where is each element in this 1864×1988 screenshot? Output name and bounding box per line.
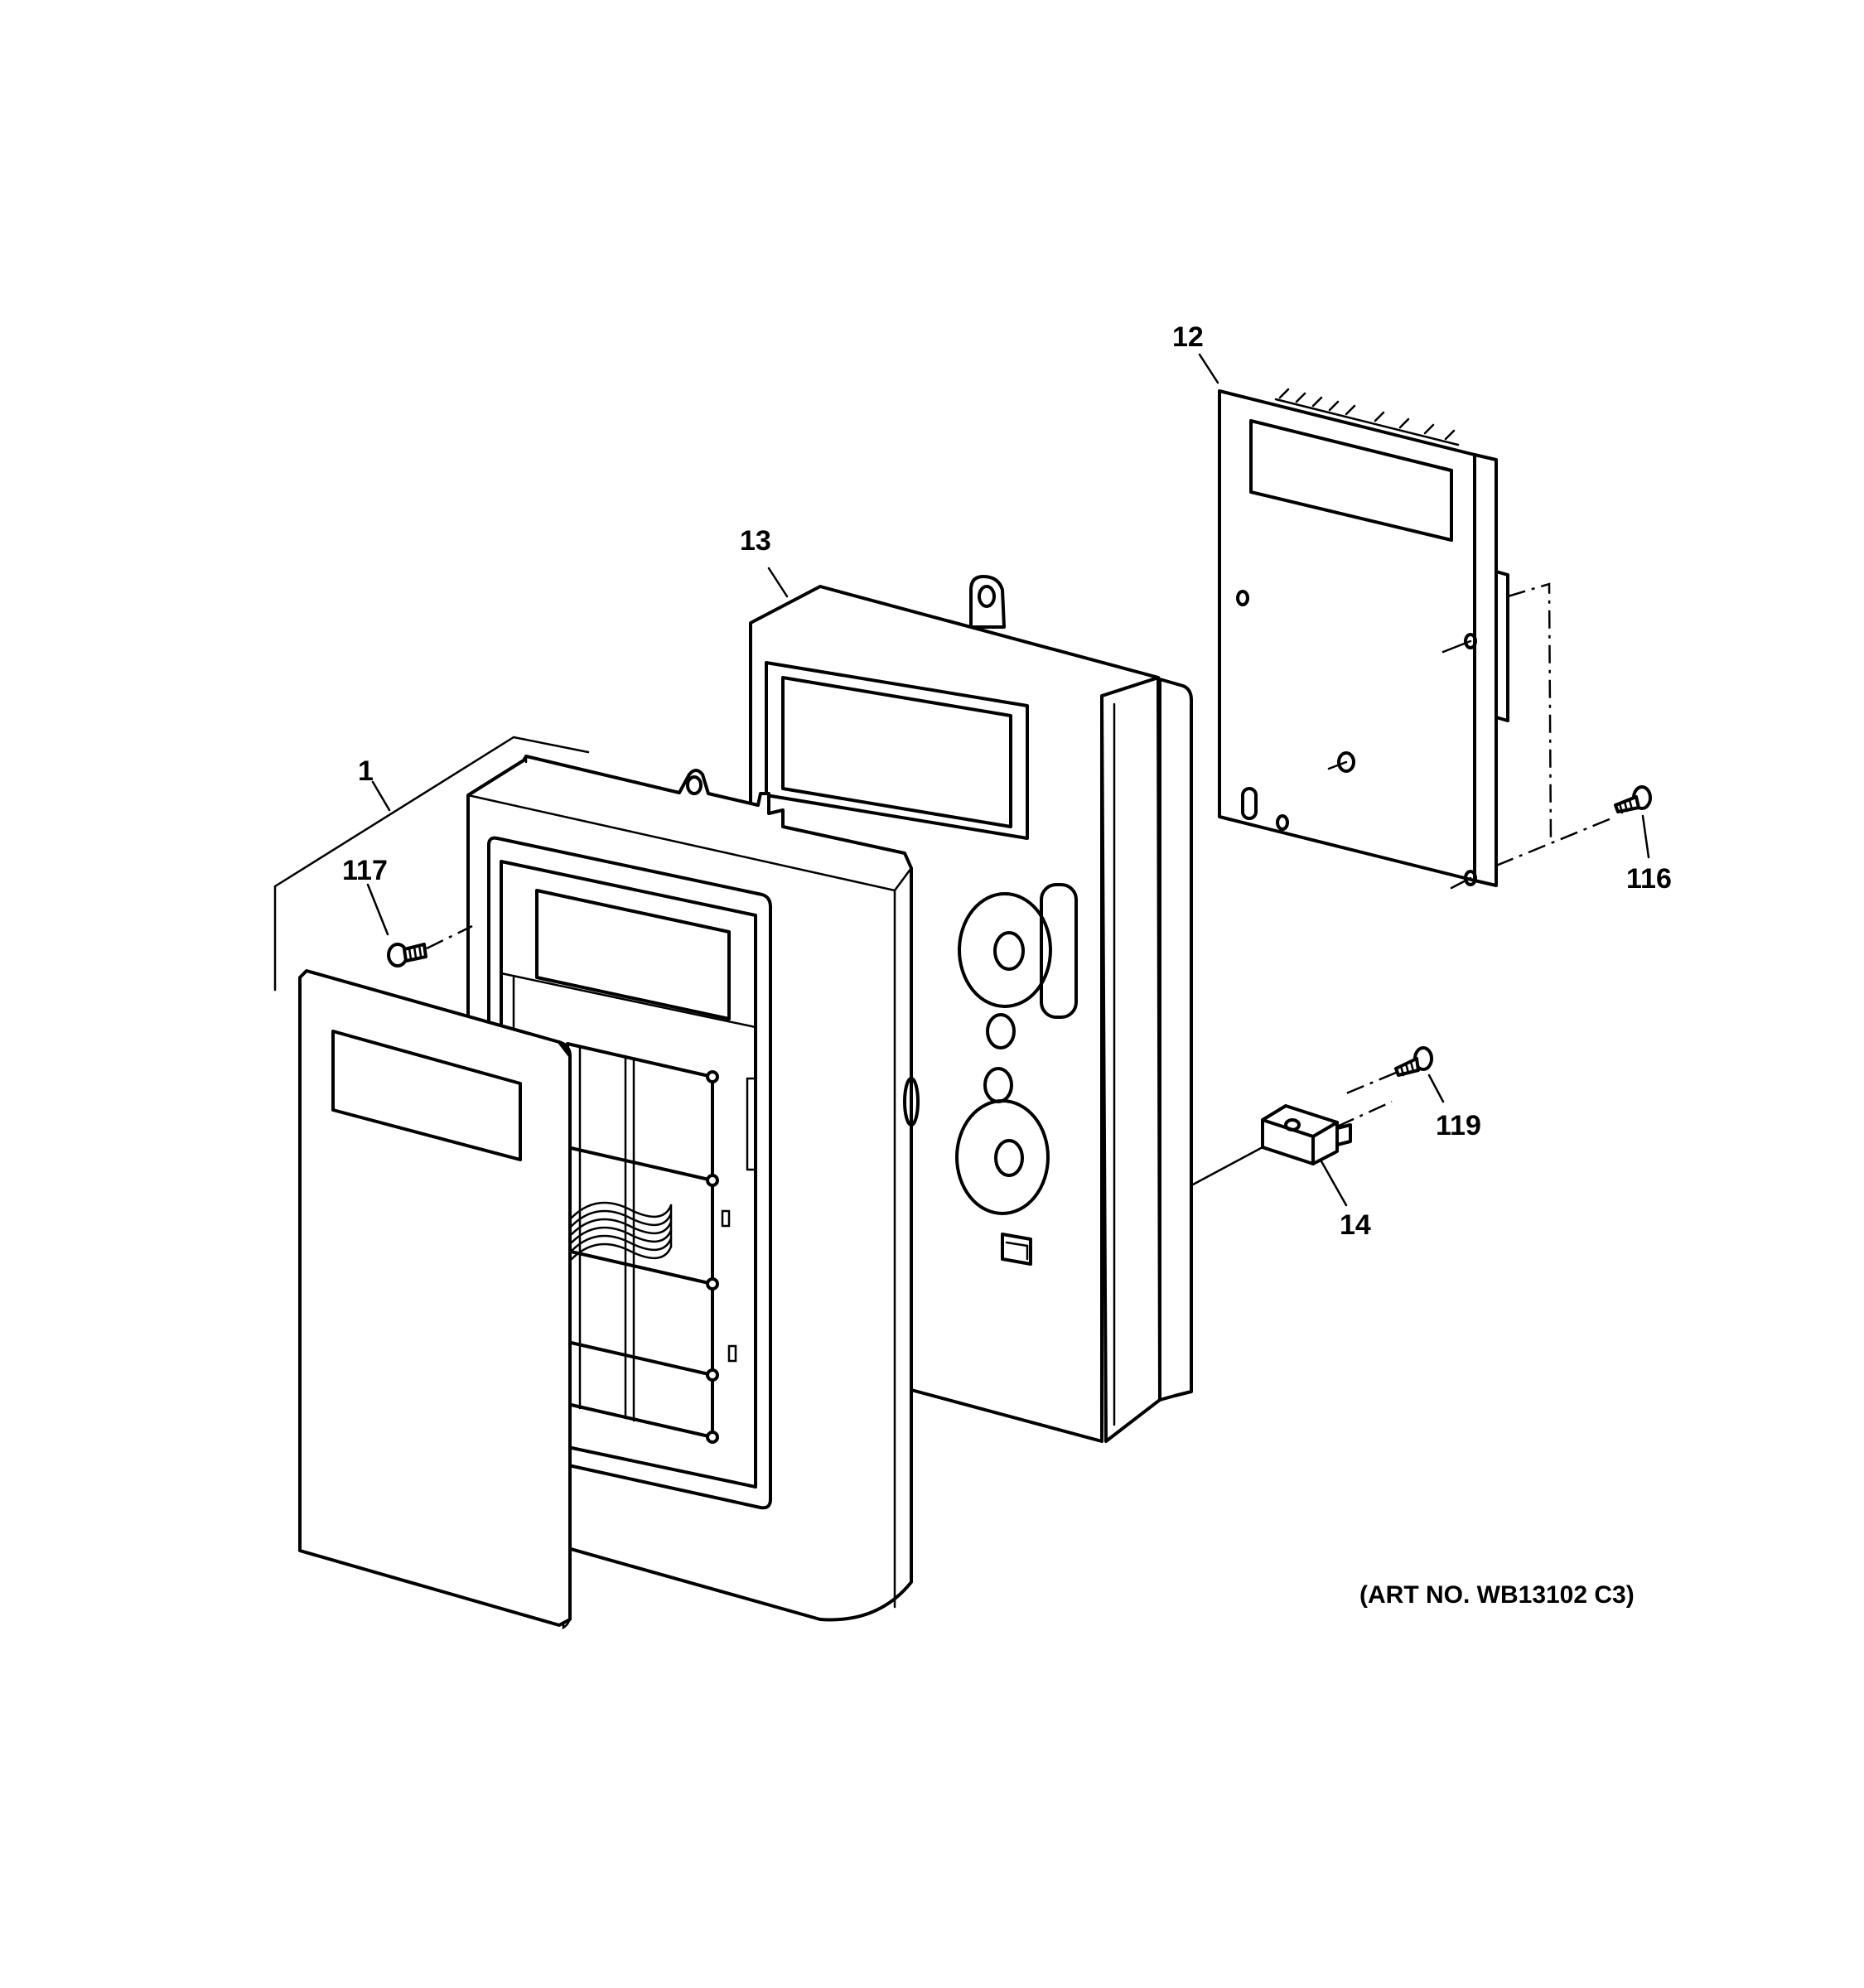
screw-119[interactable] bbox=[1345, 1046, 1433, 1095]
label-part-13: 13 bbox=[740, 525, 771, 557]
part-labels: 12 13 1 117 116 119 14 (ART NO. WB13102 … bbox=[342, 321, 1672, 1609]
component-14[interactable] bbox=[1191, 1100, 1393, 1186]
label-part-1: 1 bbox=[358, 755, 374, 787]
label-part-12: 12 bbox=[1172, 321, 1204, 353]
board-connector-pins bbox=[1274, 388, 1460, 446]
control-board[interactable] bbox=[1218, 388, 1509, 890]
control-panel-assembly[interactable] bbox=[273, 736, 920, 1630]
label-part-116: 116 bbox=[1626, 863, 1672, 895]
label-part-14: 14 bbox=[1340, 1209, 1371, 1241]
label-part-119: 119 bbox=[1436, 1110, 1481, 1141]
label-part-117: 117 bbox=[342, 855, 388, 886]
board-mounting-holes bbox=[1236, 590, 1477, 886]
ribbon-cable bbox=[570, 1201, 673, 1261]
screw-117[interactable] bbox=[387, 924, 473, 967]
leader-lines bbox=[366, 353, 1650, 1207]
housing-openings bbox=[955, 883, 1078, 1266]
board-mounting-guides bbox=[1495, 582, 1612, 867]
art-number: (ART NO. WB13102 C3) bbox=[1359, 1581, 1635, 1609]
screw-116[interactable] bbox=[1614, 785, 1652, 814]
